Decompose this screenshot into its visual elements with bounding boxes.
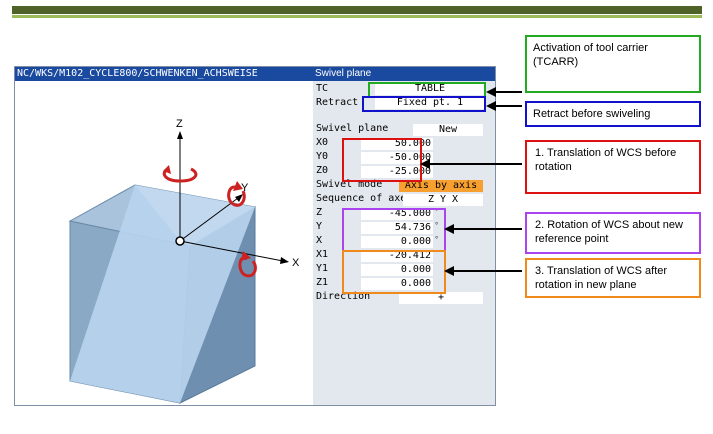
y-axis-line bbox=[179, 197, 239, 242]
callout-translation-before: 1. Translation of WCS before rotation bbox=[525, 140, 701, 194]
rot-z-unit: ° bbox=[435, 207, 439, 216]
x0-label: X0 bbox=[316, 137, 329, 148]
rot-z-label: Z bbox=[316, 207, 323, 218]
rot-x-label: X bbox=[316, 235, 323, 246]
z0-field[interactable]: -25.000 bbox=[361, 166, 433, 178]
top-rule-dark bbox=[12, 6, 702, 14]
rot-y-label: Y bbox=[316, 221, 323, 232]
swivel-plane-label: Swivel plane bbox=[316, 123, 389, 134]
program-path: NC/WKS/M102_CYCLE800/SCHWENKEN_ACHSWEISE bbox=[17, 68, 258, 79]
y-axis-label: Y bbox=[241, 182, 249, 194]
z1-label: Z1 bbox=[316, 277, 329, 288]
tc-label: TC bbox=[316, 83, 329, 94]
screen-title: Swivel plane bbox=[315, 68, 372, 79]
callout-translation-after: 3. Translation of WCS after rotation in … bbox=[525, 258, 701, 298]
rot-y-unit: ° bbox=[435, 221, 439, 230]
x-axis-line bbox=[179, 240, 284, 262]
callout-rotation: 2. Rotation of WCS about new reference p… bbox=[525, 212, 701, 254]
x-axis-label: X bbox=[292, 257, 300, 269]
swivel-plane-field[interactable]: New bbox=[413, 124, 483, 136]
x1-label: X1 bbox=[316, 249, 329, 260]
z1-field[interactable]: 0.000 bbox=[361, 278, 433, 290]
swivel-mode-field[interactable]: Axis by axis bbox=[399, 180, 483, 192]
y1-field[interactable]: 0.000 bbox=[361, 264, 433, 276]
z-rotation-arrow-icon bbox=[162, 167, 198, 183]
y1-label: Y1 bbox=[316, 263, 329, 274]
origin-point bbox=[175, 236, 185, 246]
x0-field[interactable]: 50.000 bbox=[361, 138, 433, 150]
cnc-screen: NC/WKS/M102_CYCLE800/SCHWENKEN_ACHSWEISE… bbox=[14, 66, 496, 406]
cube-cut-face bbox=[70, 185, 255, 403]
tc-field[interactable]: TABLE bbox=[375, 83, 485, 95]
y0-field[interactable]: -50.000 bbox=[361, 152, 433, 164]
x1-field[interactable]: -20.412 bbox=[361, 250, 433, 262]
retract-field[interactable]: Fixed pt. 1 bbox=[375, 97, 485, 109]
rot-x-field[interactable]: 0.000 bbox=[361, 236, 433, 248]
sequence-field[interactable]: Z Y X bbox=[403, 194, 483, 206]
rot-y-field[interactable]: 54.736 bbox=[361, 222, 433, 234]
y-rotation-arrow-icon bbox=[227, 185, 246, 207]
translation-before-highlight bbox=[342, 138, 422, 182]
sequence-label: Sequence of axes bbox=[316, 193, 413, 204]
screen-header: NC/WKS/M102_CYCLE800/SCHWENKEN_ACHSWEISE… bbox=[15, 67, 495, 81]
rot-x-unit: ° bbox=[435, 235, 439, 244]
swivel-mode-label: Swivel mode bbox=[316, 179, 383, 190]
z-axis-label: Z bbox=[176, 118, 183, 130]
translation-after-highlight bbox=[342, 250, 446, 294]
callout-retract: Retract before swiveling bbox=[525, 101, 701, 127]
retract-label: Retract bbox=[316, 97, 359, 108]
direction-field[interactable]: + bbox=[399, 292, 483, 304]
retract-highlight bbox=[362, 96, 486, 112]
z0-label: Z0 bbox=[316, 165, 329, 176]
callout-tcarr: Activation of tool carrier (TCARR) bbox=[525, 35, 701, 93]
direction-label: Direction bbox=[316, 291, 371, 302]
top-rule-light bbox=[12, 15, 702, 18]
swivel-graphic: Z Y X bbox=[15, 81, 313, 405]
rot-z-field[interactable]: -45.000 bbox=[361, 208, 433, 220]
y0-label: Y0 bbox=[316, 151, 329, 162]
